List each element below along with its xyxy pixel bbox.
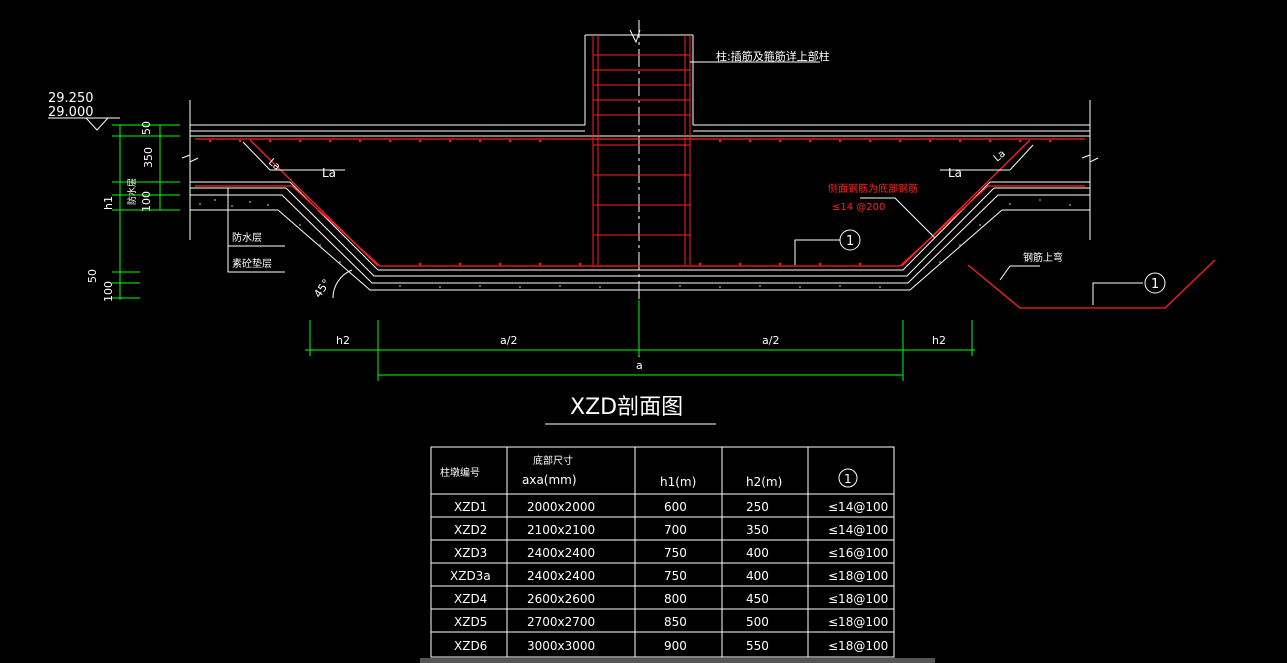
table-row: XZD1 2000x2000 600 250 ≤14@100 (454, 500, 888, 514)
slab-rebar (195, 138, 1216, 309)
table-row: XZD2 2100x2100 700 350 ≤14@100 (454, 523, 888, 537)
header-size-top: 底部尺寸 (533, 454, 573, 467)
elevation-symbol (48, 117, 120, 131)
row-h1: 900 (664, 639, 687, 653)
dim-350: 350 (142, 147, 155, 168)
callout-1b: 1 (1151, 277, 1159, 292)
row-id: XZD6 (454, 639, 487, 653)
row-h2: 500 (746, 615, 769, 629)
row-id: XZD1 (454, 500, 487, 514)
dim-a2-right: a/2 (762, 334, 779, 347)
row-rebar: ≤16@100 (828, 546, 888, 560)
row-h2: 350 (746, 523, 769, 537)
header-size-bottom: axa(mm) (522, 473, 577, 487)
waterproof-layer-label: 防水层 (232, 231, 262, 244)
header-id: 柱墩编号 (440, 466, 480, 479)
side-rebar-note: 侧面钢筋为底部钢筋 (828, 182, 918, 195)
row-rebar: ≤14@100 (828, 523, 888, 537)
row-h2: 400 (746, 546, 769, 560)
waterproof-side-label: 防水层 (126, 178, 138, 205)
column-note: 柱:插筋及箍筋详上部柱 (716, 49, 830, 63)
dim-50-bottom: 50 (86, 269, 99, 283)
header-h1: h1(m) (660, 475, 696, 489)
dim-50-top: 50 (140, 121, 153, 135)
row-rebar: ≤18@100 (828, 639, 888, 653)
table-row: XZD4 2600x2600 800 450 ≤18@100 (454, 592, 888, 606)
side-rebar-spec: ≤14 @200 (832, 202, 885, 213)
row-h1: 600 (664, 500, 687, 514)
row-size: 2000x2000 (527, 500, 595, 514)
slab-outline (181, 100, 1099, 291)
anchor-label-right-small: La (992, 148, 1008, 164)
dim-a2-left: a/2 (500, 334, 517, 347)
row-rebar: ≤14@100 (828, 500, 888, 514)
row-h1: 850 (664, 615, 687, 629)
dimensions (112, 124, 975, 381)
angle-label: 45° (311, 277, 333, 300)
row-h1: 700 (664, 523, 687, 537)
row-size: 2700x2700 (527, 615, 595, 629)
row-id: XZD5 (454, 615, 487, 629)
schedule-table (430, 446, 895, 658)
dim-100-left: 100 (140, 191, 153, 212)
row-h2: 400 (746, 569, 769, 583)
row-id: XZD3 (454, 546, 487, 560)
anchor-label-left: La (322, 166, 336, 180)
row-id: XZD3a (450, 569, 491, 583)
dim-h2-right: h2 (932, 334, 946, 347)
elevation-bottom: 29.000 (48, 105, 94, 120)
row-size: 2600x2600 (527, 592, 595, 606)
bottom-strip (420, 658, 935, 663)
table-row: XZD3a 2400x2400 750 400 ≤18@100 (450, 569, 888, 583)
table-row: XZD6 3000x3000 900 550 ≤18@100 (454, 639, 888, 653)
row-h2: 450 (746, 592, 769, 606)
dim-a: a (636, 359, 643, 372)
bend-note: 钢筋上弯 (1023, 251, 1063, 264)
row-rebar: ≤18@100 (828, 592, 888, 606)
rebar-dots (208, 139, 1052, 266)
column (584, 20, 694, 360)
dim-h2-left: h2 (336, 334, 350, 347)
dim-h1: h1 (102, 196, 115, 210)
row-id: XZD4 (454, 592, 487, 606)
header-rebar: 1 (844, 472, 852, 486)
row-rebar: ≤18@100 (828, 569, 888, 583)
row-h2: 550 (746, 639, 769, 653)
cushion-layer-label: 素砼垫层 (232, 257, 272, 270)
dim-100-bottom: 100 (102, 281, 115, 302)
callout-1: 1 (846, 234, 854, 249)
cushion-hatch (199, 199, 1071, 288)
table-row: XZD3 2400x2400 750 400 ≤16@100 (454, 546, 888, 560)
row-h1: 750 (664, 546, 687, 560)
row-h1: 800 (664, 592, 687, 606)
table-body: XZD1 2000x2000 600 250 ≤14@100 XZD2 2100… (450, 500, 888, 653)
drawing-title: XZD剖面图 (570, 395, 683, 420)
row-id: XZD2 (454, 523, 487, 537)
row-size: 2400x2400 (527, 546, 595, 560)
row-rebar: ≤18@100 (828, 615, 888, 629)
row-size: 2100x2100 (527, 523, 595, 537)
header-h2: h2(m) (746, 475, 782, 489)
anchor-label-right: La (948, 166, 962, 180)
row-size: 2400x2400 (527, 569, 595, 583)
row-h2: 250 (746, 500, 769, 514)
table-row: XZD5 2700x2700 850 500 ≤18@100 (454, 615, 888, 629)
row-h1: 750 (664, 569, 687, 583)
leaders (227, 61, 1166, 305)
row-size: 3000x3000 (527, 639, 595, 653)
elevation-top: 29.250 (48, 91, 94, 106)
